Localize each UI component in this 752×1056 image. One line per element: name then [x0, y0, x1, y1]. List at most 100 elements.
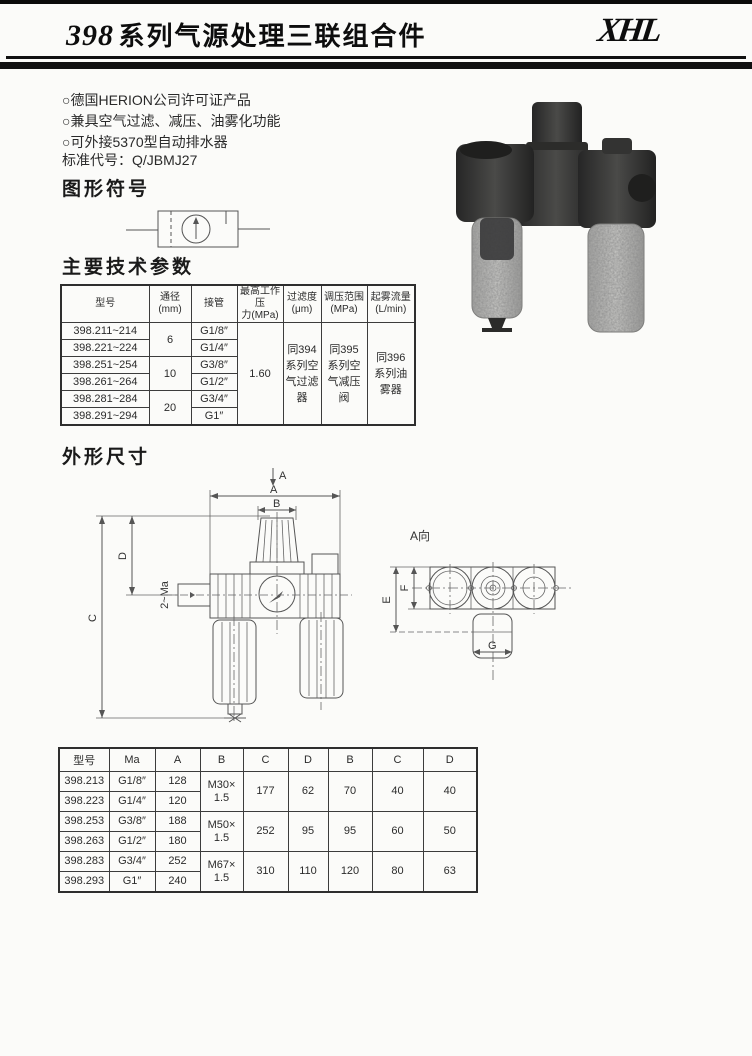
pipe-cell: G1/4″	[190, 339, 238, 357]
regulator-knob	[532, 102, 582, 154]
col-model: 型号	[60, 284, 150, 323]
header-rule-thin	[6, 56, 746, 59]
col-filtration: 过滤度 (μm)	[282, 284, 322, 323]
c-cell: 252	[242, 811, 289, 852]
col-bore: 通径 (mm)	[148, 284, 192, 323]
a-cell: 252	[154, 851, 201, 872]
model-cell: 398.263	[58, 831, 110, 852]
col-c: C	[242, 747, 289, 772]
a-view: A向 F	[381, 528, 572, 681]
dim-f-label: F	[399, 584, 411, 591]
reg-range-cell: 同395 系列空 气减压 阀	[320, 322, 368, 426]
model-cell: 398.293	[58, 871, 110, 893]
b-cell: M67× 1.5	[199, 851, 244, 893]
b2-cell: 70	[327, 771, 373, 812]
symbol-section-heading: 图形符号	[62, 179, 151, 200]
bore-cell: 10	[148, 356, 192, 391]
pipe-cell: G1/2″	[190, 373, 238, 391]
port-label: 2~Ma	[159, 580, 171, 609]
dim-a-label: A	[270, 484, 278, 496]
model-cell: 398.221~224	[60, 339, 150, 357]
feature-item: ○德国HERION公司许可证产品	[62, 92, 251, 108]
filtration-cell: 同394 系列空 气过滤 器	[282, 322, 322, 426]
col-c2: C	[371, 747, 424, 772]
feature-item: ○可外接5370型自动排水器	[62, 134, 228, 150]
ma-cell: G3/4″	[108, 851, 156, 872]
model-cell: 398.253	[58, 811, 110, 832]
series-title: 系列气源处理三联组合件	[118, 21, 427, 51]
dimension-drawing: A A B	[87, 468, 572, 724]
d-cell: 62	[287, 771, 329, 812]
dims-table: 型号 Ma A B C D B C D 398.213 G1/8″ 128 M3…	[58, 747, 478, 893]
table-row: 398.281~284 20 G3/4″	[60, 390, 415, 426]
a-view-label: A向	[410, 528, 430, 543]
ma-cell: G1/4″	[108, 791, 156, 812]
b-cell: M50× 1.5	[199, 811, 244, 852]
pipe-cell: G1″	[190, 407, 238, 426]
model-cell: 398.261~264	[60, 373, 150, 391]
filter-head	[456, 144, 534, 222]
c-cell: 177	[242, 771, 289, 812]
a-cell: 180	[154, 831, 201, 852]
a-cell: 128	[154, 771, 201, 792]
table-row: 398.253 G3/8″ 188 M50× 1.5 252 95 95 60 …	[58, 811, 478, 852]
product-photo	[456, 102, 656, 333]
model-cell: 398.211~214	[60, 322, 150, 340]
a-cell: 188	[154, 811, 201, 832]
feature-item: ○兼具空气过滤、减压、油雾化功能	[62, 113, 281, 129]
table-row: 398.251~254 10 G3/8″	[60, 356, 415, 391]
table-row: 398.221~224 G1/4″	[60, 339, 415, 357]
page-title: 398 系列气源处理三联组合件	[66, 16, 426, 53]
table-row: 398.283 G3/4″ 252 M67× 1.5 310 110 120 8…	[58, 851, 478, 893]
series-number: 398	[66, 19, 114, 52]
table-row: 398.261~264 G1/2″	[60, 373, 415, 391]
header-rule-thick	[0, 62, 752, 69]
col-b2: B	[327, 747, 373, 772]
ma-cell: G3/8″	[108, 811, 156, 832]
model-cell: 398.291~294	[60, 407, 150, 426]
table-row: 398.213 G1/8″ 128 M30× 1.5 177 62 70 40 …	[58, 771, 478, 812]
dim-e-label: E	[381, 596, 393, 603]
dim-b-label: B	[273, 498, 280, 510]
table-row: 398.293 G1″ 240	[58, 871, 477, 893]
ma-cell: G1″	[108, 871, 156, 893]
dim-g-label: G	[488, 640, 497, 652]
pneumatic-symbol-diagram	[126, 210, 270, 248]
dim-c-label: C	[87, 614, 99, 622]
fog-flow-cell: 同396 系列油 雾器	[366, 322, 416, 426]
d-cell: 95	[287, 811, 329, 852]
pipe-cell: G3/4″	[190, 390, 238, 408]
table-row: 398.211~214 6 G1/8″ 1.60 同394 系列空 气过滤 器 …	[60, 322, 416, 426]
regulator-body	[514, 150, 598, 226]
col-d: D	[287, 747, 329, 772]
pressure-cell: 1.60	[236, 322, 284, 426]
table-row: 398.291~294 G1″	[60, 407, 415, 426]
params-header-row: 型号 通径 (mm) 接管 最高工作压 力(MPa) 过滤度 (μm) 调压范围…	[60, 284, 416, 323]
b-cell: M30× 1.5	[199, 771, 244, 812]
bore-cell: 20	[148, 390, 192, 426]
model-cell: 398.213	[58, 771, 110, 792]
c2-cell: 60	[371, 811, 424, 852]
b2-cell: 120	[327, 851, 373, 893]
pipe-cell: G1/8″	[190, 322, 238, 340]
view-arrow-label: A	[279, 470, 287, 482]
c2-cell: 80	[371, 851, 424, 893]
col-b: B	[199, 747, 244, 772]
dim-d-label: D	[117, 552, 129, 560]
pipe-cell: G3/8″	[190, 356, 238, 374]
lubricator-head	[578, 150, 656, 228]
model-cell: 398.251~254	[60, 356, 150, 374]
top-border-bar	[0, 0, 752, 4]
dims-header-row: 型号 Ma A B C D B C D	[58, 747, 478, 772]
d2-cell: 63	[422, 851, 478, 893]
brand-logo: XHL	[595, 12, 662, 49]
col-pipe: 接管	[190, 284, 238, 323]
d2-cell: 40	[422, 771, 478, 812]
col-ma: Ma	[108, 747, 156, 772]
params-section-heading: 主要技术参数	[62, 257, 195, 278]
bore-cell: 6	[148, 322, 192, 357]
d-cell: 110	[287, 851, 329, 893]
model-cell: 398.283	[58, 851, 110, 872]
b2-cell: 95	[327, 811, 373, 852]
